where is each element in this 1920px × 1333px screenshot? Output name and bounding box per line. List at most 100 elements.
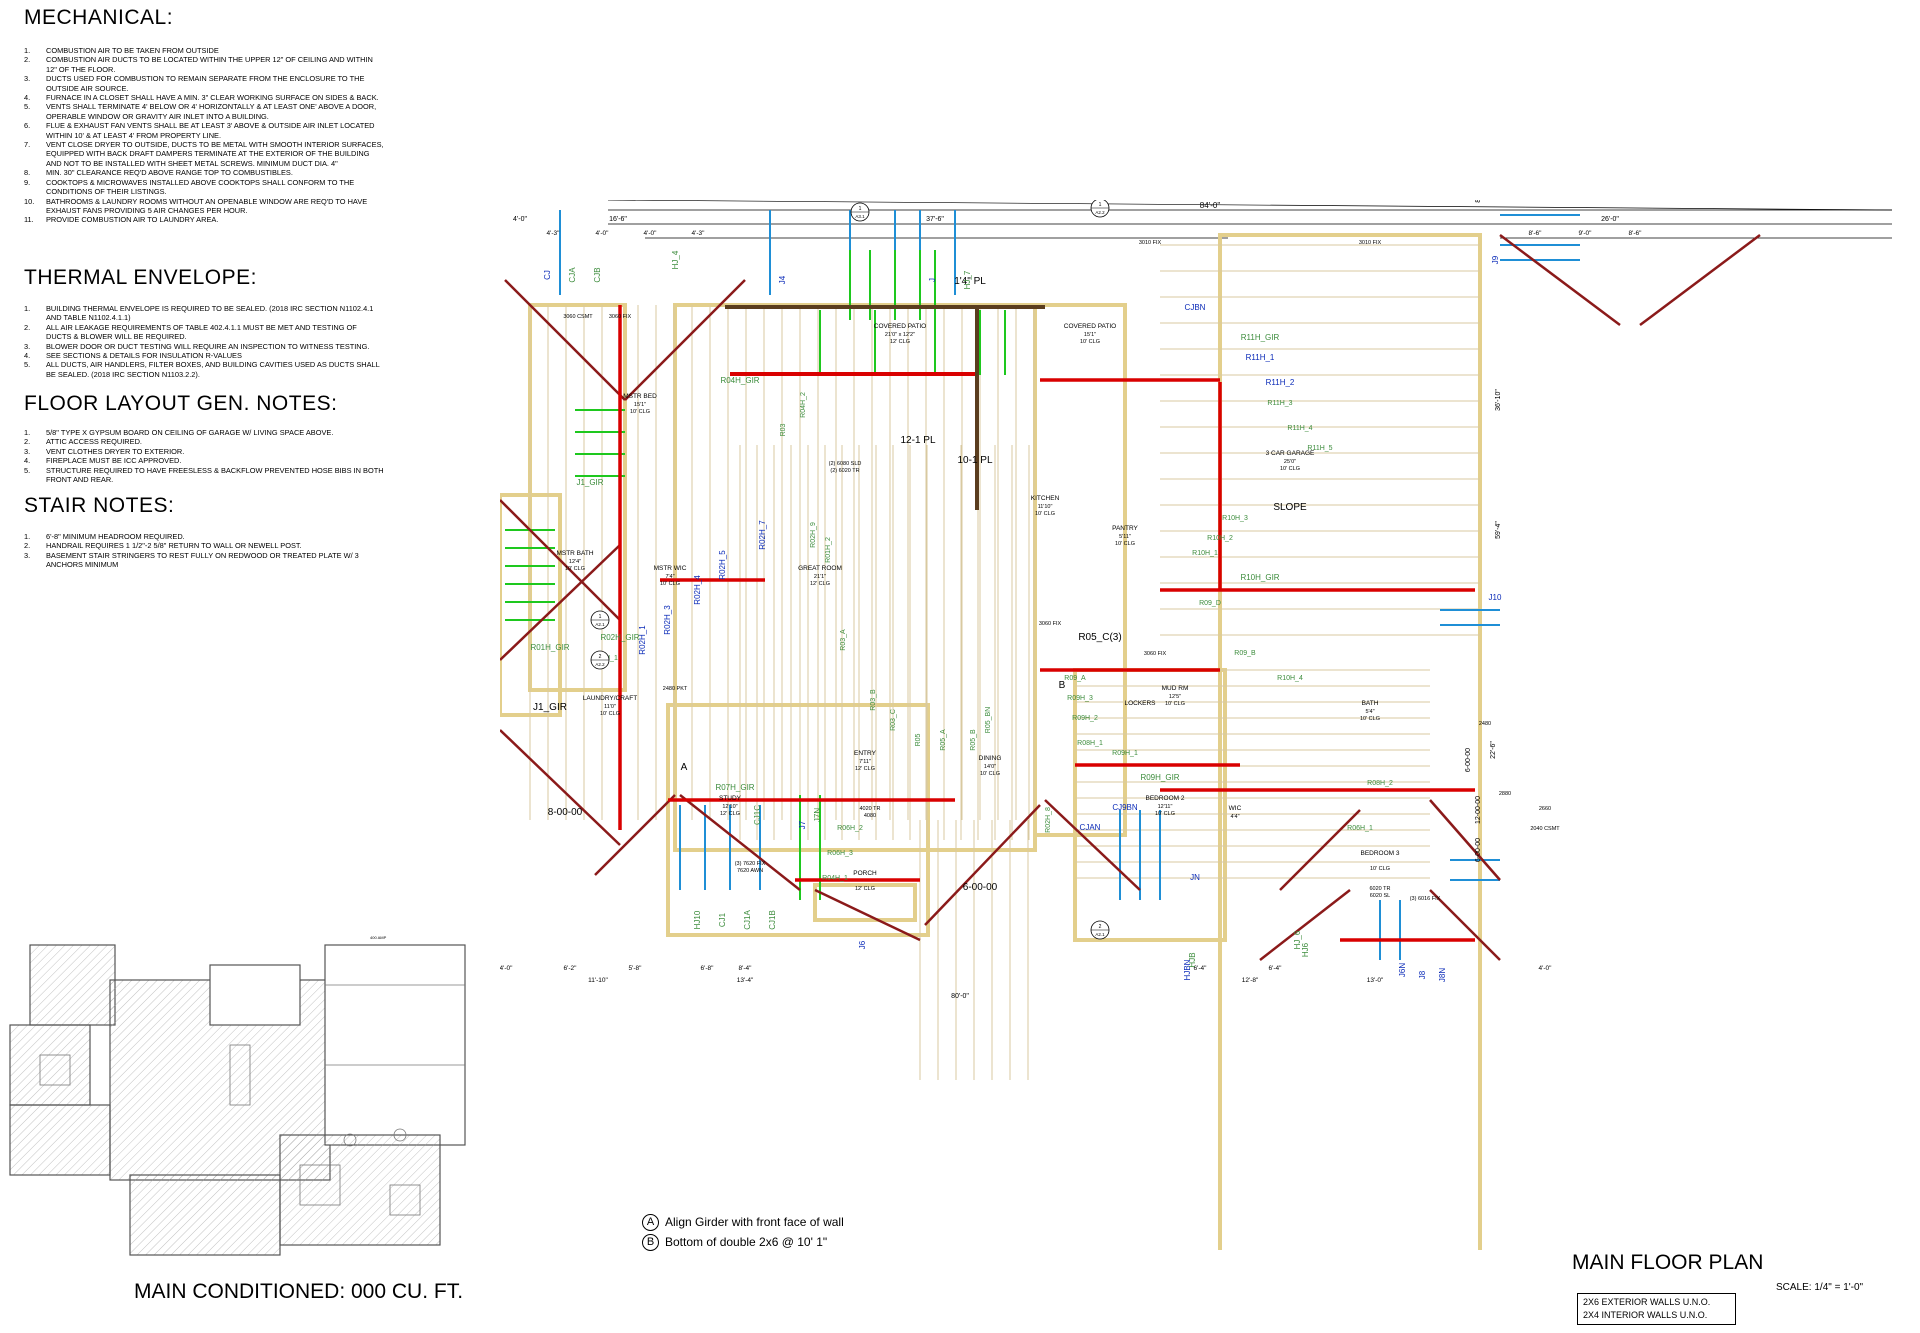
stair-note-2: 2.HANDRAIL REQUIRES 1 1/2"-2 5/8" RETURN… xyxy=(24,541,384,550)
hip-rafter xyxy=(594,794,676,876)
beam-label: R05_BN xyxy=(985,707,992,733)
room-name: MSTR BATH xyxy=(556,550,593,557)
note-text: COMBUSTION AIR TO BE TAKEN FROM OUTSIDE xyxy=(46,46,219,55)
room-name: KITCHEN xyxy=(1031,495,1060,502)
note-number: 11. xyxy=(24,215,34,225)
conditioned-key-plan: 400 AMP xyxy=(0,925,470,1265)
room-size: 21'0" x 12'2" xyxy=(885,332,915,338)
mechanical-title: MECHANICAL: xyxy=(24,6,174,29)
room-size: 14'0" xyxy=(984,764,996,770)
svg-text:400 AMP: 400 AMP xyxy=(370,935,387,940)
wall-segment xyxy=(1073,668,1227,942)
room-ceiling: 10' CLG xyxy=(630,409,650,415)
window-tag: 2480 xyxy=(1479,721,1491,727)
jack-label: J6N xyxy=(1398,963,1407,977)
room-ceiling: 10' CLG xyxy=(1280,466,1300,472)
hip-rafter xyxy=(500,544,621,661)
jack-label: J8N xyxy=(1438,968,1447,982)
room-size: 7'11" xyxy=(859,759,871,765)
beam-label: R05 xyxy=(915,733,922,746)
window-tag: 3060 CSMT xyxy=(563,314,593,320)
ridge-beam xyxy=(725,305,1045,309)
room-ceiling: 10' CLG xyxy=(1035,511,1055,517)
note-text: VENT CLOTHES DRYER TO EXTERIOR. xyxy=(46,446,185,456)
room-ceiling: 10' CLG xyxy=(1370,866,1390,872)
hip-rafter xyxy=(814,888,921,942)
room-ceiling: 10' CLG xyxy=(660,581,680,587)
room-size: 15'1" xyxy=(634,402,646,408)
callout-sheet: A2.2 xyxy=(595,662,605,667)
misc-label: 8-00-00 xyxy=(548,807,583,818)
note-number: 3. xyxy=(24,341,31,351)
room-size: 5'11" xyxy=(1119,534,1131,540)
misc-label: 10-1 PL xyxy=(957,455,992,466)
note-number: 5. xyxy=(24,102,31,112)
window-tag: 3010 FIX xyxy=(1359,240,1382,246)
floor-note-1: 1.5/8" TYPE X GYPSUM BOARD ON CEILING OF… xyxy=(24,428,384,437)
beam-label: R03_B xyxy=(870,689,877,711)
beam-label: R04H_1 xyxy=(822,875,848,882)
girder-label: R07H_GIR xyxy=(715,783,754,792)
dim-right: 22'-6" xyxy=(1490,741,1497,759)
mechanical-note-1: 1.COMBUSTION AIR TO BE TAKEN FROM OUTSID… xyxy=(24,46,384,55)
thermal-note-2: 2.ALL AIR LEAKAGE REQUIREMENTS OF TABLE … xyxy=(24,323,384,342)
beam-label: R05_A xyxy=(940,729,947,751)
rafter-lines xyxy=(529,244,1480,1080)
hip-rafter xyxy=(1279,809,1361,891)
note-text: PROVIDE COMBUSTION AIR TO LAUNDRY AREA. xyxy=(46,215,219,225)
wall-segment xyxy=(666,703,930,937)
jack-label: CJB xyxy=(593,267,602,282)
note-number: 9. xyxy=(24,177,31,187)
jack-label: J8 xyxy=(1418,970,1427,979)
room-size: 21'1" xyxy=(814,574,826,580)
room-name: WIC xyxy=(1229,805,1242,812)
dim-bottom: 4'-0" xyxy=(500,965,513,972)
room-name: COVERED PATIO xyxy=(874,323,927,330)
callout-ref: 1 xyxy=(1099,202,1102,208)
joist-label: CJBN xyxy=(1185,303,1206,312)
note-number: 1. xyxy=(24,304,31,313)
girder-label: R11H_GIR xyxy=(1241,333,1280,342)
hip-rafter xyxy=(500,729,621,846)
wall-outlines xyxy=(500,233,1482,1250)
room-ceiling: 10' CLG xyxy=(1115,541,1135,547)
misc-label: J1_GIR xyxy=(533,702,567,713)
window-tag: (3) 7620 FIX xyxy=(735,861,766,867)
girder-label: R02H_GIR xyxy=(600,633,639,642)
note-number: 8. xyxy=(24,168,31,178)
drawing-scale: SCALE: 1/4" = 1'-0" xyxy=(1776,1282,1864,1293)
jack-label: CJ1C xyxy=(753,805,762,825)
room-size: 4'4" xyxy=(1230,814,1239,820)
misc-label: A xyxy=(681,762,688,773)
dim-right: 36'-10" xyxy=(1495,389,1502,411)
beam-label: R08H_2 xyxy=(1367,780,1393,787)
room-ceiling: 12' CLG xyxy=(890,339,910,345)
girder-label: R10H_GIR xyxy=(1240,573,1279,582)
note-number: 3. xyxy=(24,446,31,456)
window-tag: (3) 6016 FIX xyxy=(1410,896,1441,902)
ridge-beam xyxy=(975,305,979,510)
note-number: 3. xyxy=(24,550,31,560)
hip-rafter xyxy=(1429,889,1501,961)
beam-label: R06H_2 xyxy=(837,825,863,832)
misc-label: SLOPE xyxy=(1273,502,1307,513)
beam-label: R10H_1 xyxy=(1192,550,1218,557)
hip-rafter xyxy=(1499,234,1621,326)
girder-label: R09H_GIR xyxy=(1140,773,1179,782)
note-number: 2. xyxy=(24,541,31,551)
dim-right: 12-00-00 xyxy=(1475,796,1482,824)
thermal-envelope-notes-list: 1.BUILDING THERMAL ENVELOPE IS REQUIRED … xyxy=(24,304,384,379)
note-text: BLOWER DOOR OR DUCT TESTING WILL REQUIRE… xyxy=(46,341,370,351)
callout-ref: 2 xyxy=(599,654,602,660)
room-name: PORCH xyxy=(853,870,877,877)
hip-rafter xyxy=(500,499,621,621)
floor-note-4: 4.FIREPLACE MUST BE ICC APPROVED. xyxy=(24,456,384,465)
hip-rafter xyxy=(1259,889,1351,961)
hip-rafter xyxy=(924,804,1041,926)
beam-label: R01H_2 xyxy=(825,537,832,563)
note-text: FURNACE IN A CLOSET SHALL HAVE A MIN. 3"… xyxy=(46,93,379,103)
beam-label: R11H_4 xyxy=(1287,425,1312,432)
note-text: SEE SECTIONS & DETAILS FOR INSULATION R-… xyxy=(46,351,242,361)
room-name: ENTRY xyxy=(854,750,877,757)
ceiling-joists xyxy=(505,210,1580,960)
